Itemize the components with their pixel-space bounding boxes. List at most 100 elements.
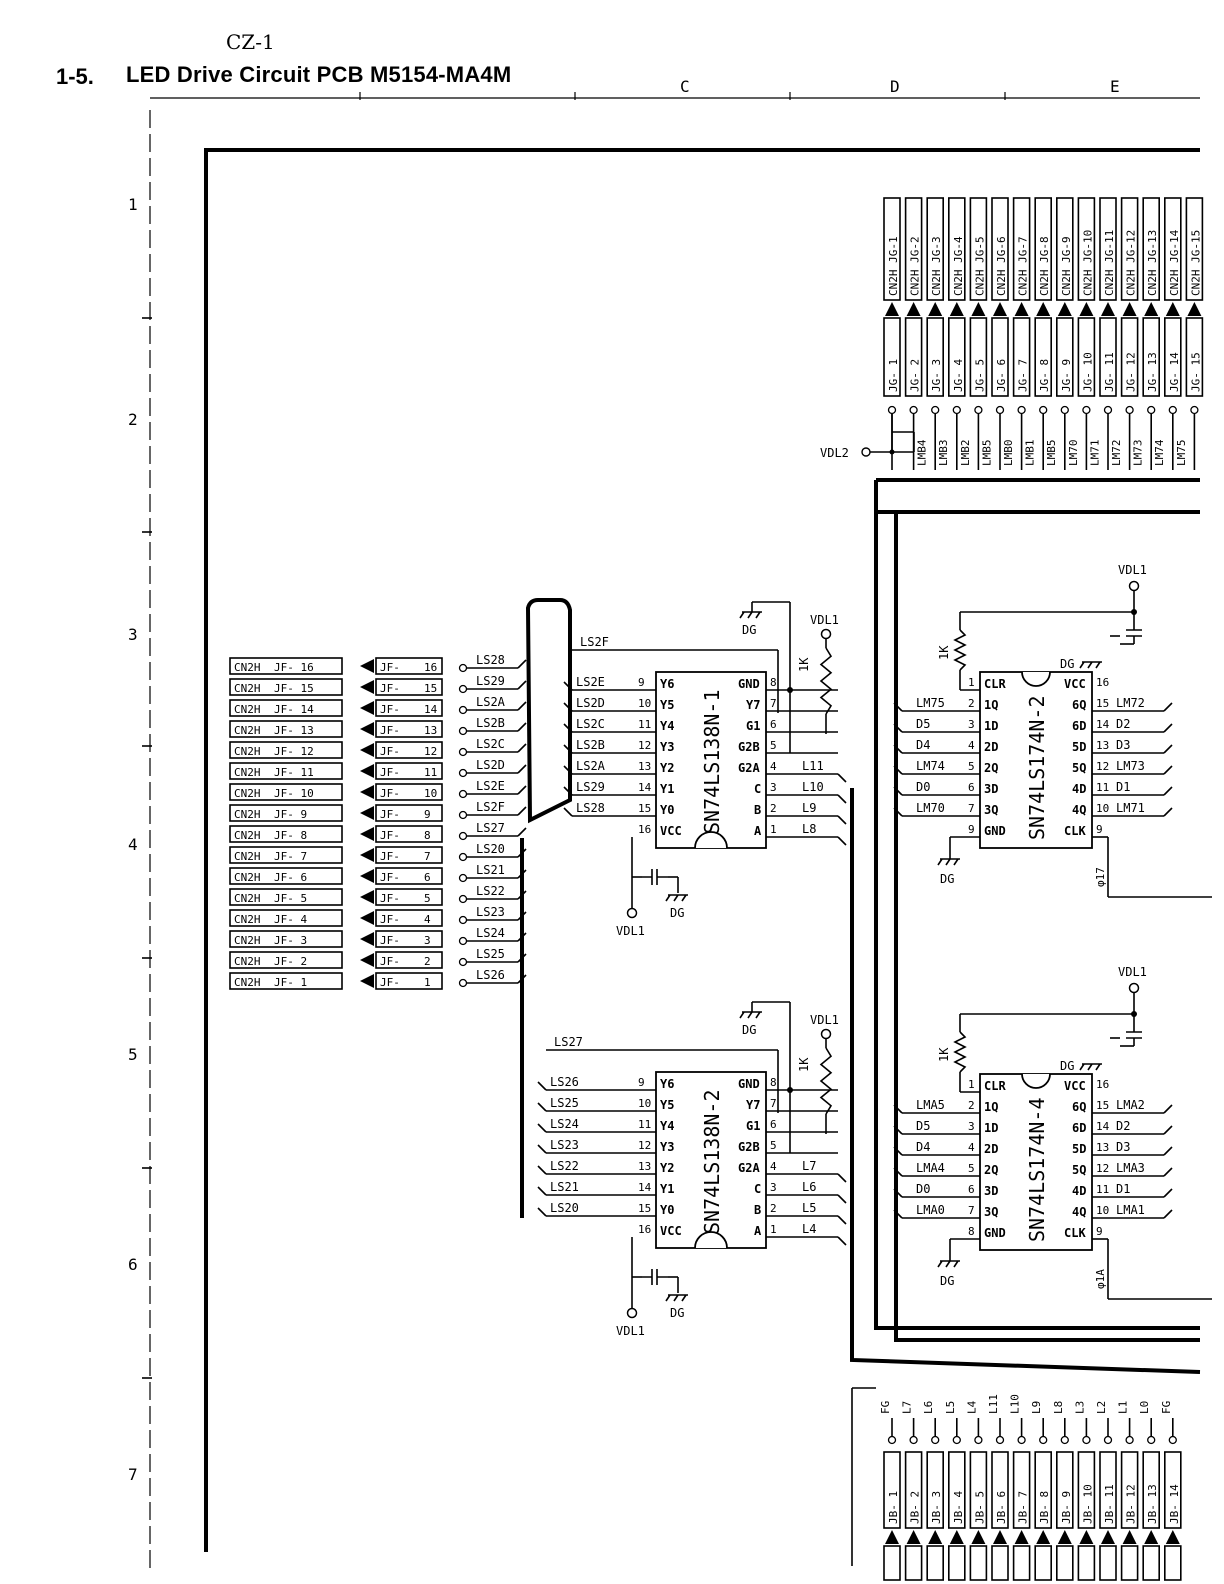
net-label: L11 — [987, 1394, 1000, 1414]
jb-pin-cell — [926, 1451, 945, 1529]
ic-pin-number: 13 — [638, 760, 651, 773]
vdl1-label: VDL1 — [810, 613, 839, 627]
ic-pin-name: GND — [738, 677, 760, 691]
terminal — [458, 915, 468, 925]
zone-row-label: 1 — [128, 195, 138, 214]
jb-pin-cell — [1077, 1451, 1096, 1529]
cn2h-label: CN2H JG-1 — [887, 236, 900, 296]
connector-arrow — [1079, 1530, 1094, 1544]
cn2h-label: CN2H JG-8 — [1038, 236, 1051, 296]
net-label: LMB0 — [1002, 440, 1015, 467]
bus-entry — [893, 1125, 903, 1135]
connector-arrow — [360, 848, 374, 862]
cn2h-label: CN2H — [234, 808, 261, 821]
terminal — [1168, 1435, 1177, 1445]
net-label: LMA0 — [916, 1203, 945, 1217]
ic-pin-number: 16 — [1096, 676, 1109, 689]
terminal — [458, 789, 468, 799]
connector-arrow — [949, 1530, 964, 1544]
ic-pin-number: 10 — [638, 1097, 651, 1110]
net-label: LS23 — [476, 905, 505, 919]
net-label: LS21 — [476, 863, 505, 877]
ic-pin-number: 3 — [770, 1181, 777, 1194]
pullup-resistor — [953, 1031, 967, 1073]
jf-prefix: JF- — [380, 682, 400, 695]
ic-pin-number: 5 — [968, 1162, 975, 1175]
connector-arrow — [360, 680, 374, 694]
jf-prefix: JF- — [380, 766, 400, 779]
cn2h-connector-cell — [1164, 197, 1182, 301]
jb-pin-cell — [969, 1451, 988, 1529]
bus-entry — [517, 764, 527, 774]
ic-pin-number: 16 — [1096, 1078, 1109, 1091]
net-label: L5 — [802, 1201, 816, 1215]
jg-pin-cell — [1099, 317, 1117, 397]
jb-pin-cell — [1099, 1451, 1117, 1529]
terminal — [1103, 1435, 1113, 1445]
ic-pin-number: 10 — [638, 697, 651, 710]
zone-ruler — [149, 92, 1200, 1570]
net-label: LS27 — [554, 1035, 583, 1049]
ic-pin-name: C — [754, 782, 761, 796]
zone-column-label: D — [890, 77, 900, 96]
ic-pin-name: G2B — [738, 740, 760, 754]
jb-cn-cell — [1142, 1545, 1160, 1581]
capacitor-symbol — [642, 1269, 668, 1285]
vdl1-label: VDL1 — [616, 924, 645, 938]
bus-entry — [517, 932, 527, 942]
jb-pin-cell — [1120, 1451, 1139, 1529]
ic-part-name: SN74LS138N-2 — [700, 1090, 724, 1235]
cn2h-label: CN2H JG-11 — [1103, 230, 1116, 296]
jg-pin-cell — [969, 317, 988, 397]
ic-pin-name: 4Q — [1072, 803, 1086, 817]
bus-entry — [563, 723, 573, 733]
net-label: LS24 — [476, 926, 505, 940]
connector-arrow — [360, 827, 374, 841]
net-label: LS24 — [550, 1117, 579, 1131]
jf-pin-number: 6 — [424, 871, 431, 884]
connector-arrow — [1014, 1530, 1029, 1544]
cn2h-label: CN2H JG-9 — [1060, 236, 1073, 296]
jb-cn-cell — [969, 1545, 988, 1581]
zone-column-label: E — [1110, 77, 1120, 96]
bus-entry — [1163, 744, 1173, 754]
ic-part-name: SN74LS138N-1 — [700, 690, 724, 835]
cn2h-connector-cell — [229, 909, 343, 927]
ic-pin-number: 16 — [638, 823, 651, 836]
jb-label: JB- 10 — [1081, 1484, 1094, 1524]
ic-pin-name: Y4 — [660, 1119, 674, 1133]
net-label: L5 — [944, 1401, 957, 1414]
bus-entry — [893, 1146, 903, 1156]
terminal — [1060, 405, 1069, 415]
connector-arrow — [1122, 302, 1137, 316]
net-label: LS23 — [550, 1138, 579, 1152]
ic-pin-name: 6Q — [1072, 698, 1086, 712]
cn2h-label: CN2H — [234, 682, 261, 695]
jb-cn-cell — [883, 1545, 901, 1581]
connector-arrow — [993, 1530, 1007, 1544]
net-label: LS26 — [550, 1075, 579, 1089]
frame-bus — [204, 148, 1200, 1552]
cn2h-connector-cell — [229, 951, 343, 969]
bus-entry — [893, 723, 903, 733]
connector-arrow — [360, 806, 374, 820]
net-label: L0 — [1138, 1401, 1151, 1414]
terminal — [458, 747, 468, 757]
bus-entry — [537, 1165, 547, 1175]
zone-row-label: 7 — [128, 1465, 138, 1484]
jb-label: JB- 13 — [1146, 1484, 1159, 1524]
ic-pin-number: 13 — [638, 1160, 651, 1173]
ic-pin-name: 5Q — [1072, 1163, 1086, 1177]
jf-pin-number: 14 — [424, 703, 438, 716]
net-label: L8 — [1052, 1401, 1065, 1414]
ic-pin-name: Y3 — [660, 1140, 674, 1154]
net-label: D4 — [916, 1140, 930, 1154]
bus-d-ring — [874, 478, 1200, 1330]
cn2h-label: CN2H JG-6 — [995, 236, 1008, 296]
bus-entry — [1163, 807, 1173, 817]
net-label: D1 — [1116, 780, 1130, 794]
jb-pin-cell — [883, 1451, 901, 1529]
net-label: L2 — [1095, 1401, 1108, 1414]
jf-prefix: JF- — [380, 871, 400, 884]
bus-entry — [1163, 1188, 1173, 1198]
